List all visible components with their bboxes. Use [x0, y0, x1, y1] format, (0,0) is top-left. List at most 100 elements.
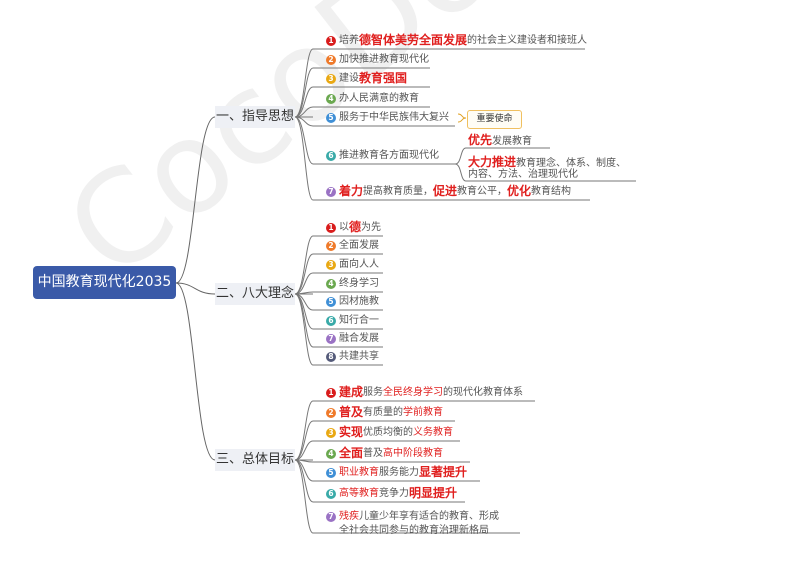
- connector-line: [294, 400, 314, 461]
- leaf-text: 的社会主义建设者和接班人: [467, 35, 588, 46]
- branch-eight-concepts[interactable]: 二、八大理念: [215, 283, 295, 305]
- connector-line: [294, 291, 314, 295]
- highlight-text: 全面: [339, 446, 364, 460]
- connector-line: [454, 163, 467, 182]
- highlight-text: 促进: [433, 184, 458, 198]
- number-badge-icon: 1: [326, 222, 336, 233]
- highlight-text: 着力: [339, 184, 364, 198]
- modernization-sub-item[interactable]: 大力推进教育理念、体系、制度、: [468, 156, 626, 170]
- highlight-text: 学前教育: [403, 407, 444, 418]
- leaf-text: 教育结构: [531, 186, 572, 197]
- highlight-text: 义务教育: [413, 427, 454, 438]
- connector-line: [294, 420, 314, 461]
- leaf-text: 内容、方法、治理现代化: [468, 169, 578, 180]
- number-badge-icon: 7: [326, 186, 336, 197]
- connector-line: [294, 440, 314, 461]
- connector-line: [294, 293, 314, 366]
- connector-line: [294, 293, 314, 330]
- leaf-text: 教育公平，: [457, 186, 508, 197]
- highlight-text: 残疾: [339, 511, 359, 522]
- leaf-text: 的现代化教育体系: [443, 387, 524, 398]
- leaf-text: 共建共享: [339, 351, 379, 362]
- number-badge-icon: 4: [326, 448, 336, 459]
- connector-line: [294, 293, 314, 311]
- highlight-text: 优先: [468, 133, 493, 147]
- connector-line: [175, 282, 216, 461]
- highlight-text: 实现: [339, 425, 364, 439]
- leaf-text: 发展教育: [492, 136, 533, 147]
- number-badge-icon: 4: [326, 93, 336, 104]
- connector-line: [457, 117, 467, 123]
- number-badge-icon: 7: [326, 333, 336, 344]
- highlight-text: 德: [349, 220, 362, 234]
- number-badge-icon: 3: [326, 427, 336, 438]
- root-node[interactable]: 中国教育现代化2035: [33, 266, 176, 299]
- connector-line: [294, 106, 314, 118]
- number-badge-icon: 6: [326, 150, 336, 161]
- connector-line: [294, 235, 314, 295]
- number-badge-icon: 8: [326, 351, 336, 362]
- leaf-text: 加快推进教育现代化: [339, 54, 429, 65]
- leaf-text: 有质量的: [363, 407, 404, 418]
- leaf-text: 知行合一: [339, 315, 379, 326]
- connector-line: [294, 293, 314, 348]
- branch-overall-goals[interactable]: 三、总体目标: [215, 449, 295, 471]
- modernization-sub-item[interactable]: 内容、方法、治理现代化: [468, 168, 578, 181]
- list-item[interactable]: 全社会共同参与的教育治理新格局: [339, 524, 489, 537]
- connector-line: [457, 113, 467, 119]
- number-badge-icon: 2: [326, 240, 336, 251]
- number-badge-icon: 2: [326, 407, 336, 418]
- number-badge-icon: 5: [326, 296, 336, 307]
- connector-line: [294, 459, 314, 463]
- connector-line: [294, 459, 314, 503]
- modernization-sub-item[interactable]: 优先发展教育: [468, 134, 532, 148]
- leaf-text: 教育理念、体系、制度、: [516, 158, 627, 169]
- leaf-text: 以: [339, 222, 349, 233]
- number-badge-icon: 6: [326, 315, 336, 326]
- connector-line: [294, 67, 314, 118]
- connector-line: [454, 147, 467, 165]
- highlight-text: 建成: [339, 385, 364, 399]
- connector-line: [294, 459, 314, 482]
- branch-guiding-ideology[interactable]: 一、指导思想: [215, 106, 295, 128]
- leaf-text: 培养: [339, 35, 359, 46]
- leaf-text: 提高教育质量，: [363, 186, 434, 197]
- connector-line: [294, 459, 314, 534]
- leaf-text: 服务能力: [379, 467, 419, 478]
- leaf-text: 为先: [361, 222, 382, 233]
- highlight-text: 职业教育: [339, 467, 379, 478]
- mission-tag: 重要使命: [467, 110, 522, 129]
- highlight-text: 全民终身学习: [383, 387, 444, 398]
- leaf-text: 儿童少年享有适合的教育、形成: [359, 511, 499, 522]
- leaf-text: 服务于中华民族伟大复兴: [339, 112, 449, 123]
- number-badge-icon: 3: [326, 73, 336, 84]
- connector-line: [294, 272, 314, 295]
- connector-line: [294, 253, 314, 295]
- connector-line: [294, 116, 314, 127]
- leaf-text: 办人民满意的教育: [339, 93, 419, 104]
- number-badge-icon: 6: [326, 488, 336, 499]
- leaf-text: 全社会共同参与的教育治理新格局: [339, 525, 489, 536]
